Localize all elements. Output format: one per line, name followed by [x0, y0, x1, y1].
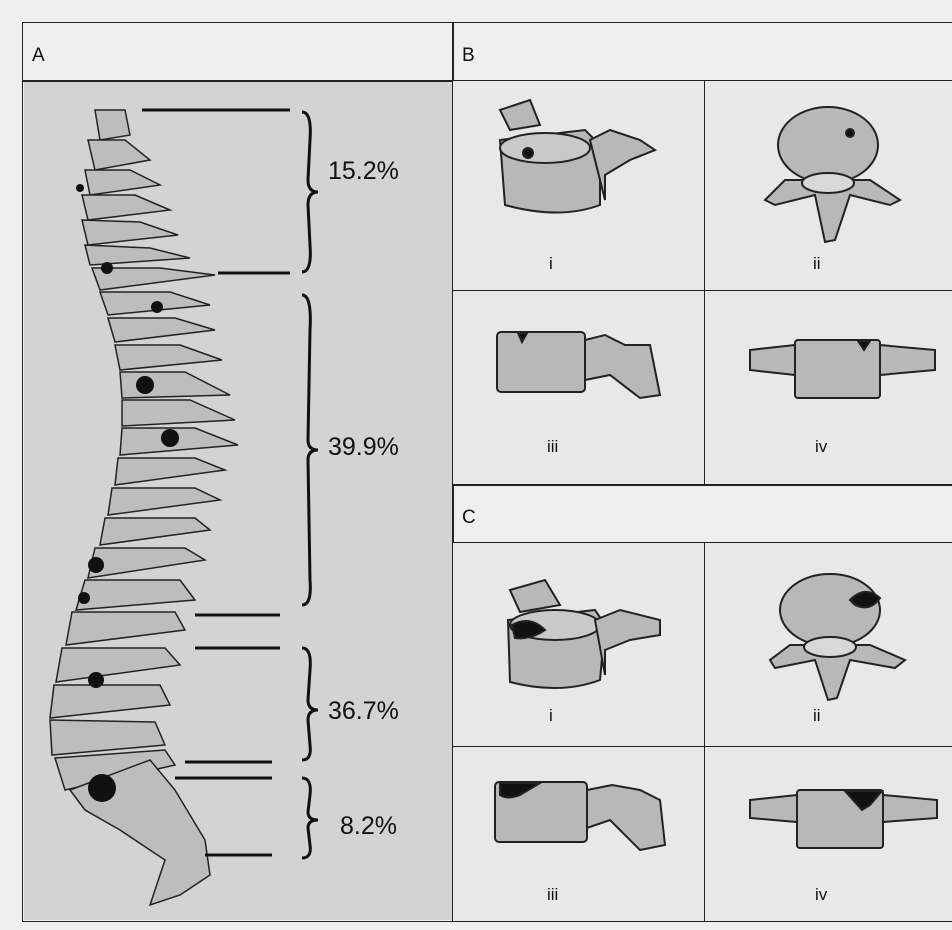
panel-b-label-ii: ii [813, 254, 821, 274]
panel-b-oblique-lesion [523, 148, 533, 158]
panel-b-label-i: i [549, 254, 553, 274]
panel-b-coronal-vertebra [750, 340, 935, 398]
panel-c-label-iv: iv [815, 885, 827, 905]
panel-c-label-iii: iii [547, 885, 558, 905]
panel-b-label-iii: iii [547, 437, 558, 457]
panel-b-axial-vertebra [765, 107, 900, 242]
panel-c-coronal-vertebra [750, 790, 937, 848]
panel-b-label-iv: iv [815, 437, 827, 457]
panel-c-label-ii: ii [813, 706, 821, 726]
panel-b-axial-lesion [846, 129, 854, 137]
panel-c-label-i: i [549, 706, 553, 726]
panel-c-axial-vertebra [770, 574, 905, 700]
